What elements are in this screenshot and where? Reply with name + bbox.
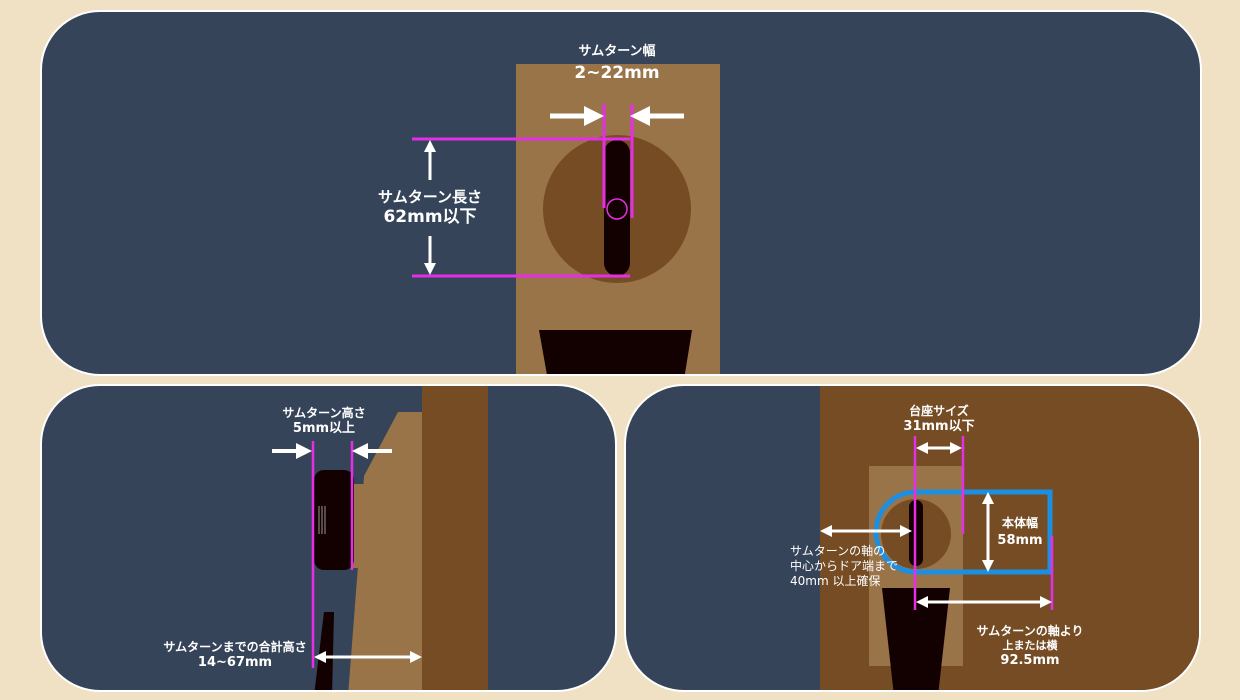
door-edge [422, 386, 488, 690]
top-diagram [412, 64, 720, 374]
total-height-label: サムターンまでの合計高さ [163, 640, 307, 654]
side-diagram [272, 386, 488, 690]
total-height-value: 14~67mm [197, 655, 273, 670]
handle-front [882, 588, 950, 690]
top-panel-thumbturn-front: サムターン幅 2~22mm サムターン長さ 62mm以下 [40, 10, 1202, 376]
side-clearance-text: サムターンの軸より 上または横 92.5mm [976, 624, 1084, 668]
door-handle-base [539, 330, 692, 374]
thumbturn-length-label: サムターン長さ [378, 188, 482, 206]
thumbturn-width-value: 2~22mm [574, 63, 660, 83]
door-edge-distance-text: サムターンの軸の 中心からドア端まで 40mm 以上確保 [790, 544, 899, 588]
thumbturn-knob-side [314, 470, 354, 570]
bottom-right-panel-device-mount: 台座サイズ 31mm以下 本体幅 58mm サムターンの軸の 中心からドア端まで… [624, 384, 1201, 692]
door-side-plate [348, 412, 422, 690]
base-size-value: 31mm以下 [903, 419, 975, 434]
thumbturn-length-value: 62mm以下 [383, 207, 477, 227]
bottom-left-panel-thumbturn-side: サムターン高さ 5mm以上 サムターンまでの合計高さ 14~67mm [40, 384, 617, 692]
thumbturn-height-value: 5mm以上 [292, 421, 356, 436]
base-size-label: 台座サイズ [909, 404, 969, 418]
thumbturn-axis [606, 198, 628, 220]
thumbturn-height-label: サムターン高さ [282, 406, 366, 420]
mount-diagram [820, 386, 1199, 690]
body-width-label: 本体幅 [1001, 516, 1038, 530]
thumbturn-width-label: サムターン幅 [578, 44, 656, 59]
thumbturn-knob [604, 140, 630, 276]
body-width-value: 58mm [997, 533, 1043, 548]
